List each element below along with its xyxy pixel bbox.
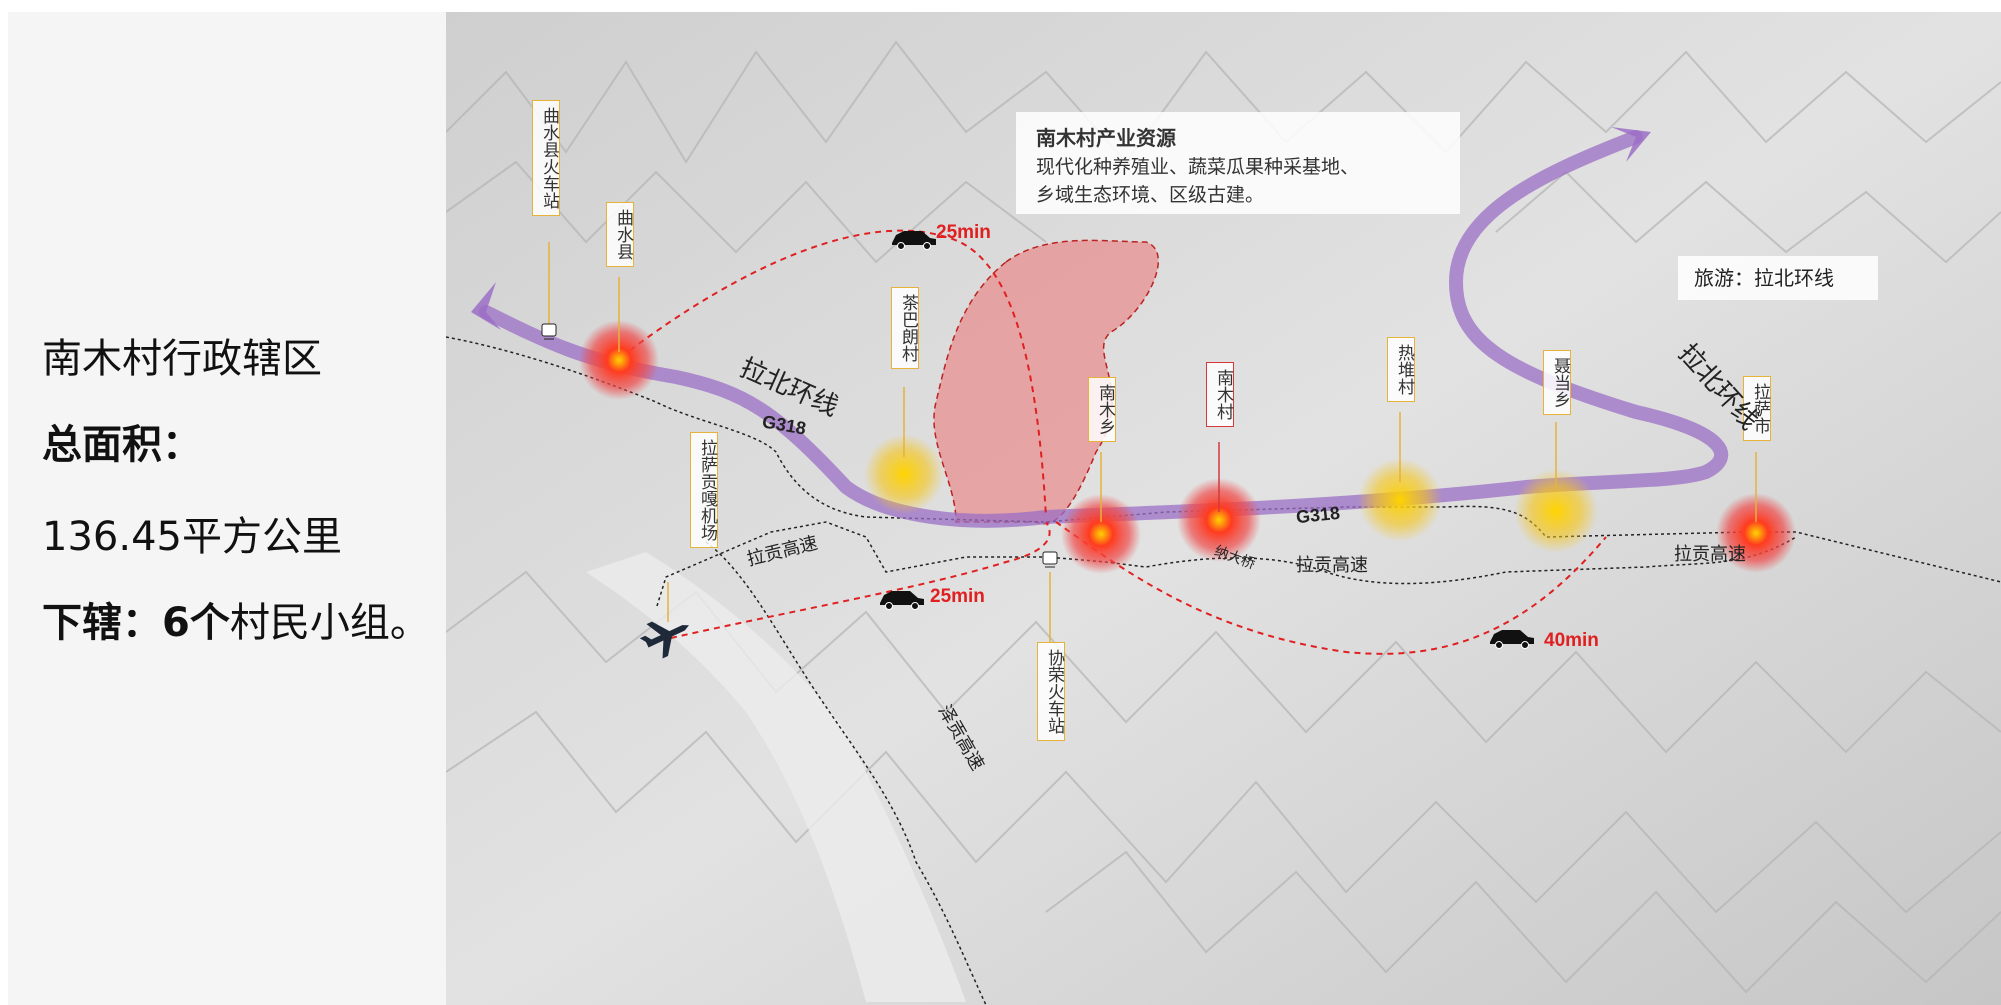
info-panel: 南木村行政辖区 总面积： 136.45平方公里 下辖：6个村民小组。 — [8, 12, 446, 1005]
tourism-route-box: 旅游：拉北环线 — [1678, 256, 1878, 300]
car-icon — [1490, 630, 1534, 649]
route-to-qushui — [620, 229, 1047, 518]
route-to-lhasa — [1055, 521, 1607, 655]
label-lhasa[interactable]: 拉萨市 — [1743, 376, 1771, 441]
industry-resources-box: 南木村产业资源 现代化种养殖业、蔬菜瓜果种采基地、 乡域生态环境、区级古建。 — [1016, 112, 1460, 214]
travel-time-airport: 25min — [930, 586, 985, 607]
train-station-icon — [1042, 551, 1058, 568]
label-redui[interactable]: 热堆村 — [1387, 337, 1415, 402]
subdivision-line: 下辖：6个村民小组。 — [42, 590, 430, 648]
label-chabalang[interactable]: 茶巴朗村 — [891, 287, 919, 369]
map-canvas[interactable]: 南木村产业资源 现代化种养殖业、蔬菜瓜果种采基地、 乡域生态环境、区级古建。 旅… — [446, 12, 2001, 1005]
poi-nanmu-village — [1177, 478, 1261, 562]
poi-qushui — [579, 320, 659, 400]
road-lagong-expressway — [656, 521, 1797, 607]
sub-value-rest: 村民小组。 — [229, 600, 430, 646]
nanmu-village-area — [933, 239, 1159, 525]
poi-redui — [1358, 458, 1442, 542]
sub-label: 下辖： — [42, 600, 162, 646]
label-gonggar-airport[interactable]: 拉萨贡嘎机场 — [690, 432, 718, 548]
train-station-icon — [541, 323, 557, 340]
car-icon — [880, 591, 924, 610]
region-title: 南木村行政辖区 — [42, 336, 322, 382]
airplane-icon — [639, 621, 689, 659]
travel-time-lhasa: 40min — [1544, 630, 1599, 651]
travel-time-qushui: 25min — [936, 222, 991, 243]
route-lhasa-north-ring — [479, 130, 1729, 528]
river-valley — [586, 552, 966, 1002]
poi-chabalang — [864, 434, 944, 514]
resource-line-1: 现代化种养殖业、蔬菜瓜果种采基地、 — [1036, 156, 1360, 178]
leader-lines — [548, 242, 1757, 642]
resource-title: 南木村产业资源 — [1036, 126, 1176, 150]
poi-nanmu-township — [1061, 494, 1141, 574]
car-icon — [892, 231, 936, 250]
label-xierong-station[interactable]: 协荣火车站 — [1037, 642, 1065, 741]
poi-niedang — [1514, 469, 1598, 553]
road-zegong-expressway — [705, 541, 987, 1005]
label-nanmu-village[interactable]: 南木村 — [1206, 362, 1234, 427]
route-to-airport — [670, 521, 1051, 639]
resource-line-2: 乡域生态环境、区级古建。 — [1036, 184, 1265, 206]
travel-routes — [620, 229, 1607, 655]
sub-value-count: 6个 — [162, 600, 230, 646]
label-qushui-county[interactable]: 曲水县 — [606, 202, 634, 267]
poi-lhasa — [1716, 493, 1796, 573]
arrow-head-icon — [1611, 127, 1651, 162]
label-qushui-station[interactable]: 曲水县火车站 — [532, 100, 560, 216]
arrow-head-icon — [471, 282, 501, 330]
area-label: 总面积： — [42, 422, 202, 468]
label-nanmu-township[interactable]: 南木乡 — [1088, 377, 1116, 442]
area-value: 136.45平方公里 — [42, 514, 342, 560]
label-lagong-east: 拉贡高速 — [1674, 544, 1746, 564]
road-g318 — [446, 336, 2001, 583]
label-lagong-mid: 拉贡高速 — [1296, 555, 1368, 575]
label-niedang[interactable]: 聂当乡 — [1543, 350, 1571, 415]
